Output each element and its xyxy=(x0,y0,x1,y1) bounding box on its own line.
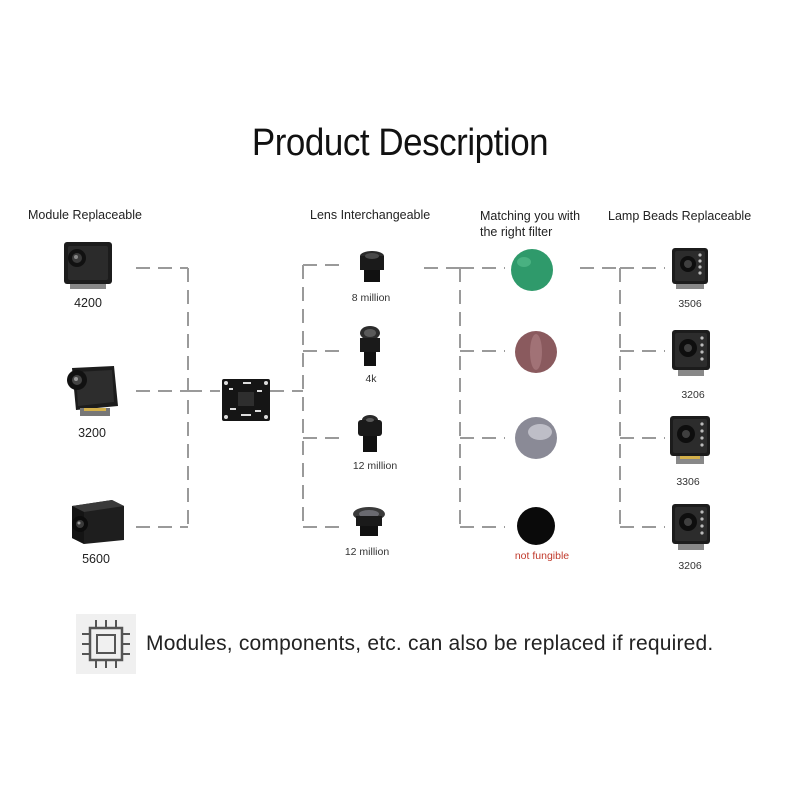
heading-module: Module Replaceable xyxy=(28,208,142,222)
heading-lamp: Lamp Beads Replaceable xyxy=(608,209,752,223)
filter-black-icon xyxy=(517,507,555,545)
circuit-board-icon xyxy=(222,379,270,421)
lamp-label-3206-b: 3206 xyxy=(678,560,702,572)
lens-label-12-million-b: 12 million xyxy=(344,546,390,558)
filter-label-not-fungible: not fungible xyxy=(514,550,570,562)
camera-box-icon xyxy=(72,500,124,544)
module-label-3200: 3200 xyxy=(78,426,106,440)
lens-label-12-million-a: 12 million xyxy=(352,460,398,472)
lens-icon xyxy=(358,415,382,452)
camera-module-icon xyxy=(67,366,118,416)
ir-camera-icon xyxy=(672,504,710,550)
fisheye-lens-icon xyxy=(353,507,385,536)
chip-icon xyxy=(76,614,136,674)
camera-module-icon xyxy=(64,242,112,289)
lens-label-8-million: 8 million xyxy=(351,292,391,304)
module-label-4200: 4200 xyxy=(74,296,102,310)
ir-camera-icon xyxy=(672,330,710,376)
lens-icon xyxy=(360,326,380,366)
filter-green-icon xyxy=(511,249,553,291)
lamp-label-3206-a: 3206 xyxy=(681,389,705,401)
lamp-label-3306: 3306 xyxy=(676,476,700,488)
lens-icon xyxy=(360,251,384,282)
lamp-label-3506: 3506 xyxy=(678,298,702,310)
ir-camera-icon xyxy=(672,248,708,289)
footer-note: Modules, components, etc. can also be re… xyxy=(146,632,714,655)
heading-lens: Lens Interchangeable xyxy=(310,208,431,222)
filter-red-icon xyxy=(515,331,557,373)
filter-gray-icon xyxy=(515,417,557,459)
heading-filter-2: the right filter xyxy=(480,225,553,239)
lens-label-4k: 4k xyxy=(365,373,377,385)
page-title: Product Description xyxy=(251,122,549,164)
module-label-5600: 5600 xyxy=(82,552,110,566)
heading-filter-1: Matching you with xyxy=(480,209,581,223)
ir-camera-icon xyxy=(670,416,710,464)
